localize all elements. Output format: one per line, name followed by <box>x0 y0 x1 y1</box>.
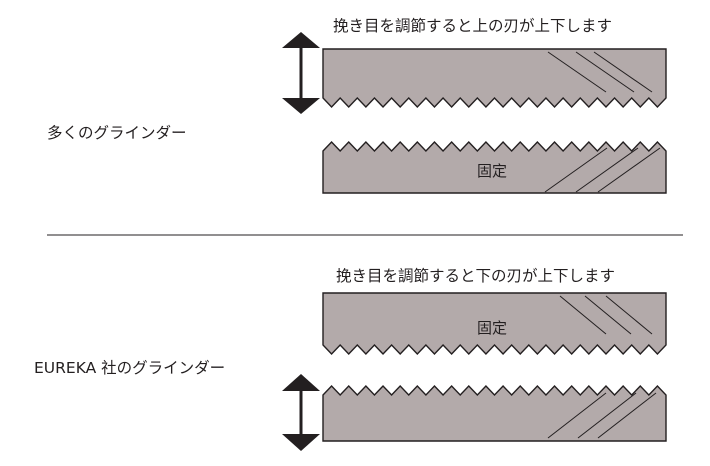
hatch-line <box>605 295 653 335</box>
bottom-caption: 挽き目を調節すると下の刃が上下します <box>336 267 615 285</box>
hatch-line <box>547 392 607 439</box>
arrow-head-down <box>282 434 320 451</box>
up-down-arrow-icon <box>282 374 320 451</box>
top-section: 挽き目を調節すると上の刃が上下します 多くのグラインダー 固定 <box>47 17 667 194</box>
hatch-line <box>547 51 607 93</box>
top-upper-blade <box>322 48 667 109</box>
bottom-fixed-label: 固定 <box>477 319 507 337</box>
bottom-lower-blade <box>322 384 667 442</box>
up-down-arrow-icon <box>282 32 320 114</box>
bottom-side-label: EUREKA 社のグラインダー <box>34 359 225 377</box>
bottom-lower-blade-hatch <box>547 392 657 439</box>
bottom-section: 挽き目を調節すると下の刃が上下します EUREKA 社のグラインダー 固定 <box>34 267 667 451</box>
top-lower-blade <box>322 140 667 194</box>
arrow-head-up <box>282 32 320 48</box>
top-fixed-label: 固定 <box>477 162 507 180</box>
top-side-label: 多くのグラインダー <box>47 124 187 142</box>
hatch-line <box>575 147 639 193</box>
hatch-line <box>575 51 635 93</box>
hatch-line <box>597 392 657 439</box>
hatch-line <box>584 295 632 335</box>
hatch-line <box>544 147 608 193</box>
hatch-line <box>597 147 661 193</box>
arrow-head-down <box>282 98 320 114</box>
hatch-line <box>559 295 607 335</box>
hatch-line <box>593 51 653 93</box>
top-upper-blade-hatch <box>547 51 653 93</box>
top-caption: 挽き目を調節すると上の刃が上下します <box>333 17 612 35</box>
top-lower-blade-hatch <box>544 147 661 193</box>
bottom-upper-blade-hatch <box>559 295 653 335</box>
hatch-line <box>577 392 637 439</box>
bottom-upper-blade <box>322 292 667 356</box>
arrow-head-up <box>282 374 320 391</box>
